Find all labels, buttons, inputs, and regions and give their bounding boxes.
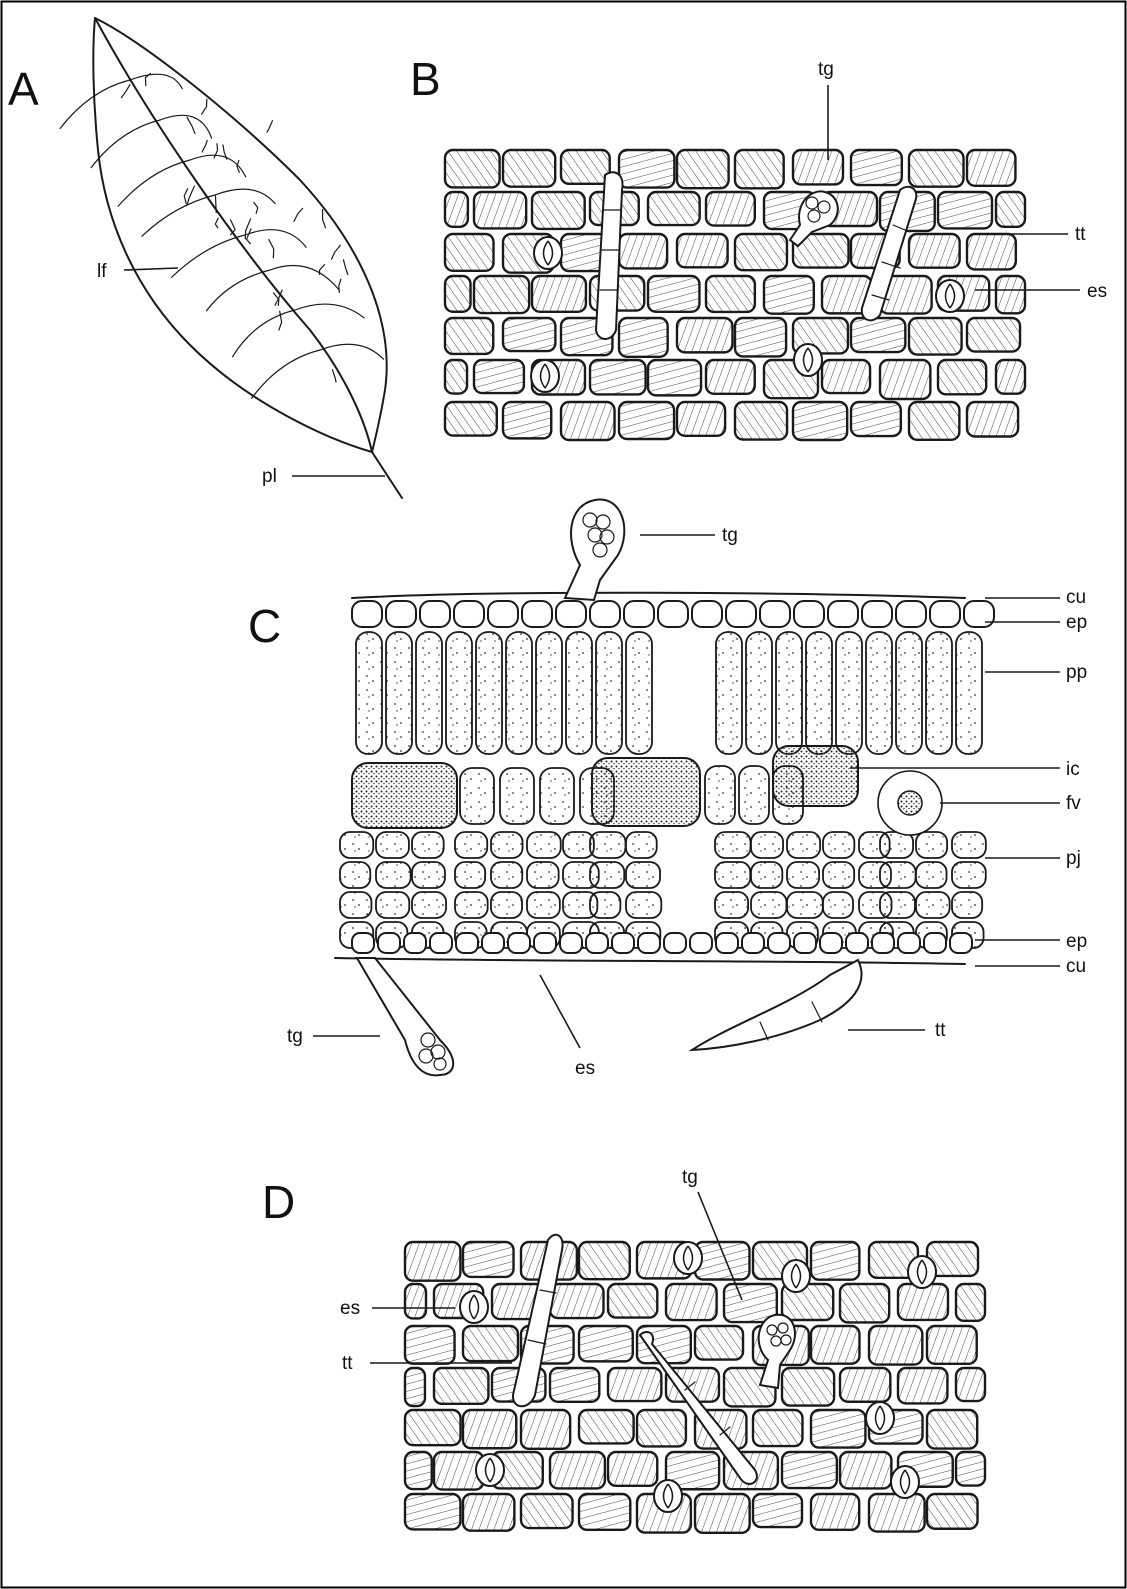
label-tt-d: tt [342,1353,353,1374]
label-cu-top: cu [1066,587,1086,608]
leaf-drawing [60,18,402,498]
upper-epidermis [352,601,994,627]
label-pj: pj [1066,848,1081,869]
panel-a-letter: A [8,63,39,115]
label-tg-d: tg [682,1167,698,1188]
leaf-blade [93,18,386,452]
palisade-parenchyma [356,632,982,754]
panel-b-letter: B [410,53,441,105]
label-fv: fv [1066,793,1081,814]
label-ep-top: ep [1066,612,1087,633]
label-tg-c-bottom: tg [287,1026,303,1047]
label-tt-b: tt [1075,224,1086,245]
panel-c: C tg cu [248,500,1087,1079]
lower-epidermis [352,933,972,953]
label-tt-c: tt [935,1020,946,1041]
panel-d-letter: D [262,1176,295,1228]
lf-leader [124,268,178,270]
label-lf: lf [97,261,107,282]
panel-d: D tg es tt [262,1167,985,1533]
label-ic: ic [1066,759,1080,780]
lower-cuticle [335,958,965,964]
leaf-venation [60,73,383,398]
label-pp: pp [1066,662,1087,683]
label-es-c: es [575,1058,595,1079]
label-es-d: es [340,1298,360,1319]
label-es-b: es [1087,281,1107,302]
vascular-bundle [878,771,942,835]
label-tg-b: tg [818,59,834,80]
label-ep-bottom: ep [1066,931,1087,952]
panel-c-letter: C [248,600,281,652]
panel-b: B tg tt es [410,53,1107,440]
upper-cuticle [352,593,965,598]
label-pl: pl [262,466,277,487]
petiole [372,452,402,498]
leaf-midrib [95,18,372,452]
label-cu-bottom: cu [1066,956,1086,977]
panel-a: A lf pl [8,18,402,498]
tector-trichome-c [692,960,862,1050]
label-tg-c-top: tg [722,525,738,546]
